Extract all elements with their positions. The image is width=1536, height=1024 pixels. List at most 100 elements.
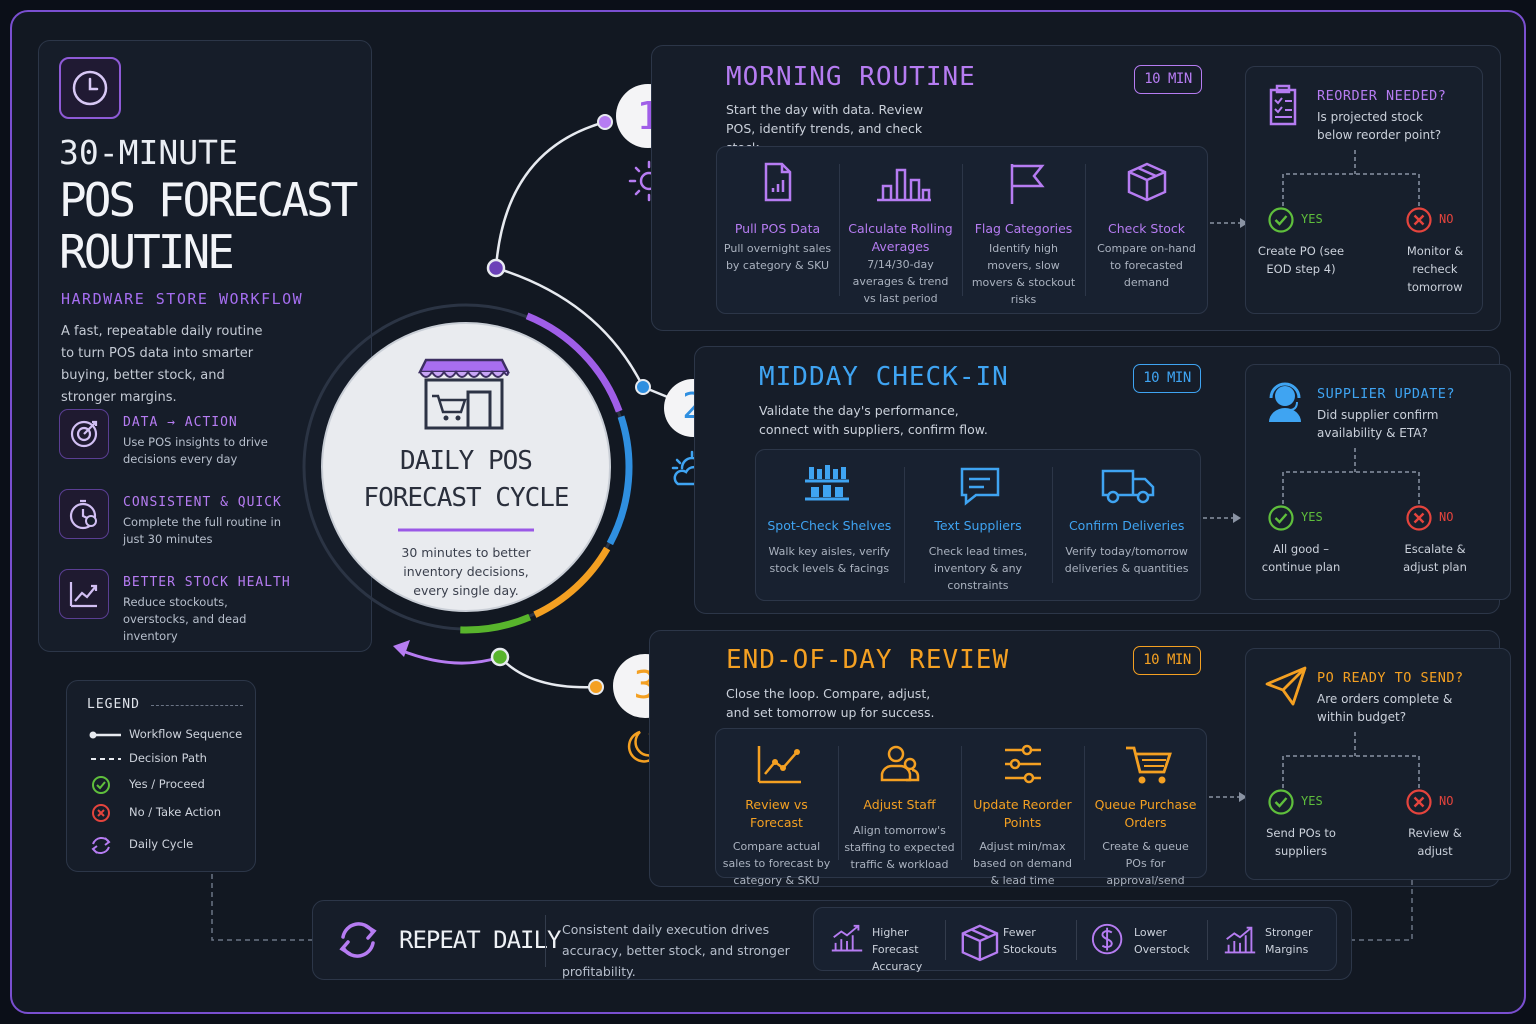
outcome-divider <box>1207 920 1208 960</box>
decision-question: Are orders complete & within budget? <box>1317 692 1453 724</box>
outcome-divider <box>1076 920 1077 960</box>
x-icon <box>1406 505 1432 531</box>
decision-yes-label: YES <box>1301 212 1323 226</box>
margin-chart-icon <box>1224 926 1256 954</box>
legend-item-label: Decision Path <box>129 751 207 765</box>
step-title: Check Stock <box>1107 221 1186 236</box>
step-text: Adjust min/max based on demand & lead ti… <box>972 840 1073 887</box>
footer-text: Consistent daily execution drives accura… <box>562 922 790 979</box>
cycle-icon <box>91 837 111 854</box>
benefit-icon-box <box>59 489 109 539</box>
flag-icon <box>1010 164 1045 204</box>
check-icon <box>1268 789 1294 815</box>
step-text: Verify today/tomorrow deliveries & quant… <box>1064 545 1189 575</box>
bar-chart-icon <box>876 168 931 202</box>
legend-item-label: Daily Cycle <box>129 837 194 851</box>
dollar-icon <box>1091 923 1123 955</box>
clipboard-icon <box>1269 84 1297 126</box>
step-title: Text Suppliers <box>934 518 1022 533</box>
outcome-label: Stronger Margins <box>1265 926 1313 956</box>
benefit-icon-box <box>59 569 109 619</box>
decision-title: PO READY TO SEND? <box>1317 670 1464 686</box>
step-divider <box>1085 164 1086 296</box>
step-title: Calculate Rolling Averages <box>848 221 953 254</box>
outcome-divider <box>945 920 946 960</box>
decision-branch-lines <box>1282 448 1420 504</box>
storefront-icon <box>417 358 511 430</box>
page-description: A fast, repeatable daily routine to turn… <box>61 324 263 405</box>
cycle-caption: 30 minutes to better inventory decisions… <box>401 545 531 598</box>
page-title-line3: ROUTINE <box>59 225 235 279</box>
outcome-label: Lower Overstock <box>1134 926 1190 956</box>
outcomes-box: Higher Forecast Accuracy Fewer Stockouts… <box>813 907 1337 973</box>
stage-title: MORNING ROUTINE <box>726 62 976 92</box>
cycle-title-line2: FORECAST CYCLE <box>363 483 569 513</box>
benefit-text: Reduce stockouts, overstocks, and dead i… <box>123 595 247 643</box>
stage-title: END-OF-DAY REVIEW <box>726 645 1010 675</box>
box-icon <box>1127 162 1166 202</box>
benefit-title: CONSISTENT & QUICK <box>123 495 282 510</box>
decision-title: REORDER NEEDED? <box>1317 88 1447 104</box>
footer-divider <box>545 915 546 967</box>
benefit-title: BETTER STOCK HEALTH <box>123 575 291 590</box>
decision-no-label: NO <box>1439 510 1454 524</box>
x-icon <box>92 804 110 822</box>
decision-yes-label: YES <box>1301 510 1323 524</box>
step-text: Align tomorrow's staffing to expected tr… <box>844 824 955 871</box>
outcome-label: Higher Forecast Accuracy <box>872 926 923 973</box>
decision-arrow <box>1210 218 1248 228</box>
rising-chart-icon <box>831 924 863 952</box>
step-divider <box>903 467 905 583</box>
step-title: Adjust Staff <box>863 797 936 812</box>
footer-panel: REPEAT DAILY Consistent daily execution … <box>312 900 1352 980</box>
sliders-icon <box>1004 744 1041 784</box>
decision-question: Did supplier confirm availability & ETA? <box>1317 408 1439 440</box>
stage-title: MIDDAY CHECK-IN <box>759 362 1009 392</box>
stage-duration-badge: 10 MIN <box>1133 364 1201 393</box>
decision-question: Is projected stock below reorder point? <box>1317 110 1442 142</box>
x-icon <box>1406 789 1432 815</box>
x-icon <box>1406 207 1432 233</box>
legend-panel: LEGEND Workflow Sequence Decision Path Y… <box>66 680 256 872</box>
decision-branch-lines <box>1282 732 1420 788</box>
step-divider <box>961 746 962 860</box>
stage-description: Validate the day's performance, connect … <box>759 403 988 437</box>
step-text: Compare on-hand to forecasted demand <box>1097 242 1196 289</box>
step-text: Pull overnight sales by category & SKU <box>723 242 832 272</box>
dashed-line-icon <box>91 758 121 760</box>
decision-arrow <box>1209 792 1247 802</box>
benefit-title: DATA → ACTION <box>123 415 238 430</box>
step-divider <box>962 164 963 296</box>
document-chart-icon <box>764 162 791 202</box>
chat-icon <box>960 467 1000 506</box>
shelves-icon <box>805 465 850 501</box>
clock-icon <box>72 70 108 106</box>
step-divider <box>839 164 840 296</box>
stage-duration-badge: 10 MIN <box>1134 65 1202 94</box>
decision-yes-text: Create PO (see EOD step 4) <box>1257 244 1345 276</box>
stopwatch-icon <box>69 499 97 530</box>
step-text: Create & queue POs for approval/send <box>1102 840 1189 887</box>
decision-no-text: Escalate & adjust plan <box>1403 542 1467 574</box>
benefit-text: Use POS insights to drive decisions ever… <box>123 435 268 466</box>
page-title-line2: POS FORECAST <box>59 173 358 227</box>
step-title: Review vs Forecast <box>745 797 808 830</box>
decision-no-label: NO <box>1439 794 1454 808</box>
truck-icon <box>1101 469 1154 504</box>
decision-no-label: NO <box>1439 212 1454 226</box>
check-icon <box>92 776 110 794</box>
check-icon <box>1268 505 1294 531</box>
benefit-icon-box <box>59 409 109 459</box>
step-title: Update Reorder Points <box>973 797 1072 830</box>
cart-icon <box>1125 746 1172 784</box>
step-title: Flag Categories <box>974 221 1073 236</box>
box-icon <box>961 924 999 962</box>
stage-description: Start the day with data. Review POS, ide… <box>726 102 924 155</box>
decision-no-text: Monitor & recheck tomorrow <box>1406 244 1464 294</box>
step-text: Identify high movers, slow movers & stoc… <box>971 242 1076 306</box>
decision-branch-lines <box>1282 150 1420 206</box>
decision-no-text: Review & adjust <box>1408 826 1462 858</box>
solid-line-icon <box>89 731 121 739</box>
repeat-cycle-icon <box>339 922 377 958</box>
